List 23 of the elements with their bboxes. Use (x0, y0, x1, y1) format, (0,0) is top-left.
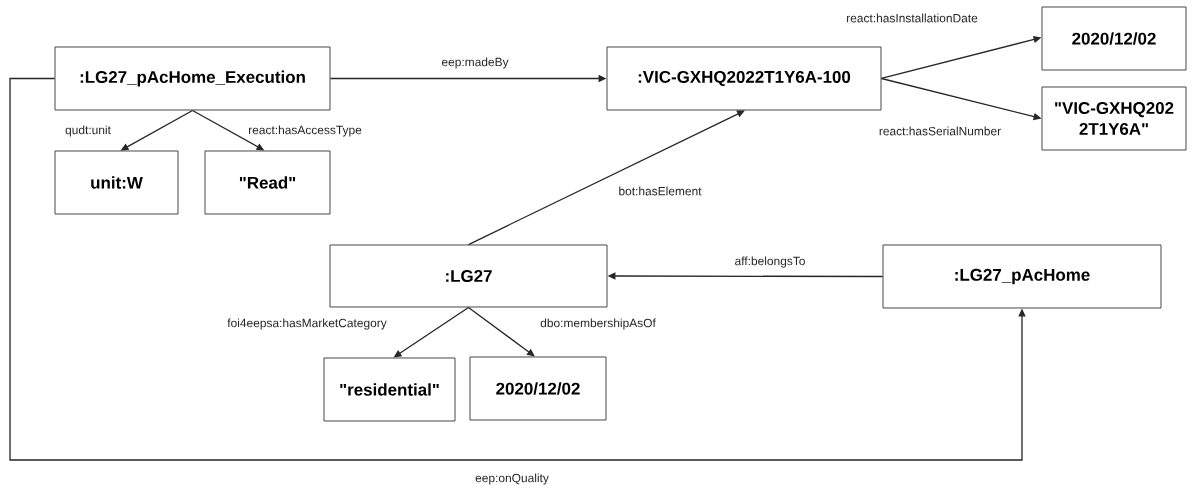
resource-box: :VIC-GXHQ2022T1Y6A-100 (606, 46, 882, 111)
arrow (467, 306, 535, 357)
resource-box: :LG27 (329, 244, 608, 308)
edge-label: eep:onQuality (474, 472, 550, 486)
resource-box: unit:W (54, 150, 179, 215)
resource-box: "Read" (204, 150, 331, 215)
edge-label: dbo:membershipAsOf (539, 317, 657, 331)
edge-label: foi4eepsa:hasMarketCategory (226, 317, 388, 331)
arrow (467, 110, 745, 246)
edge-label: react:hasAccessType (247, 124, 363, 138)
resource-box: :LG27_pAcHome (882, 244, 1162, 309)
resource-box: "residential" (323, 357, 456, 422)
resource-box: 2020/12/02 (1041, 6, 1187, 71)
resource-box: :LG27_pAcHome_Execution (54, 46, 331, 111)
resource-box: "VIC-GXHQ202 2T1Y6A" (1041, 86, 1187, 151)
arrow (9, 77, 1026, 461)
edge-label: qudt:unit (64, 124, 112, 138)
edge-label: eep:madeBy (440, 56, 510, 70)
edge-label: aff:belongsTo (733, 255, 807, 269)
edge-label: bot:hasElement (617, 185, 703, 197)
edge-label: react:hasSerialNumber (877, 125, 1003, 137)
resource-box: 2020/12/02 (469, 356, 607, 421)
edge-label: react:hasInstallationDate (845, 12, 979, 24)
